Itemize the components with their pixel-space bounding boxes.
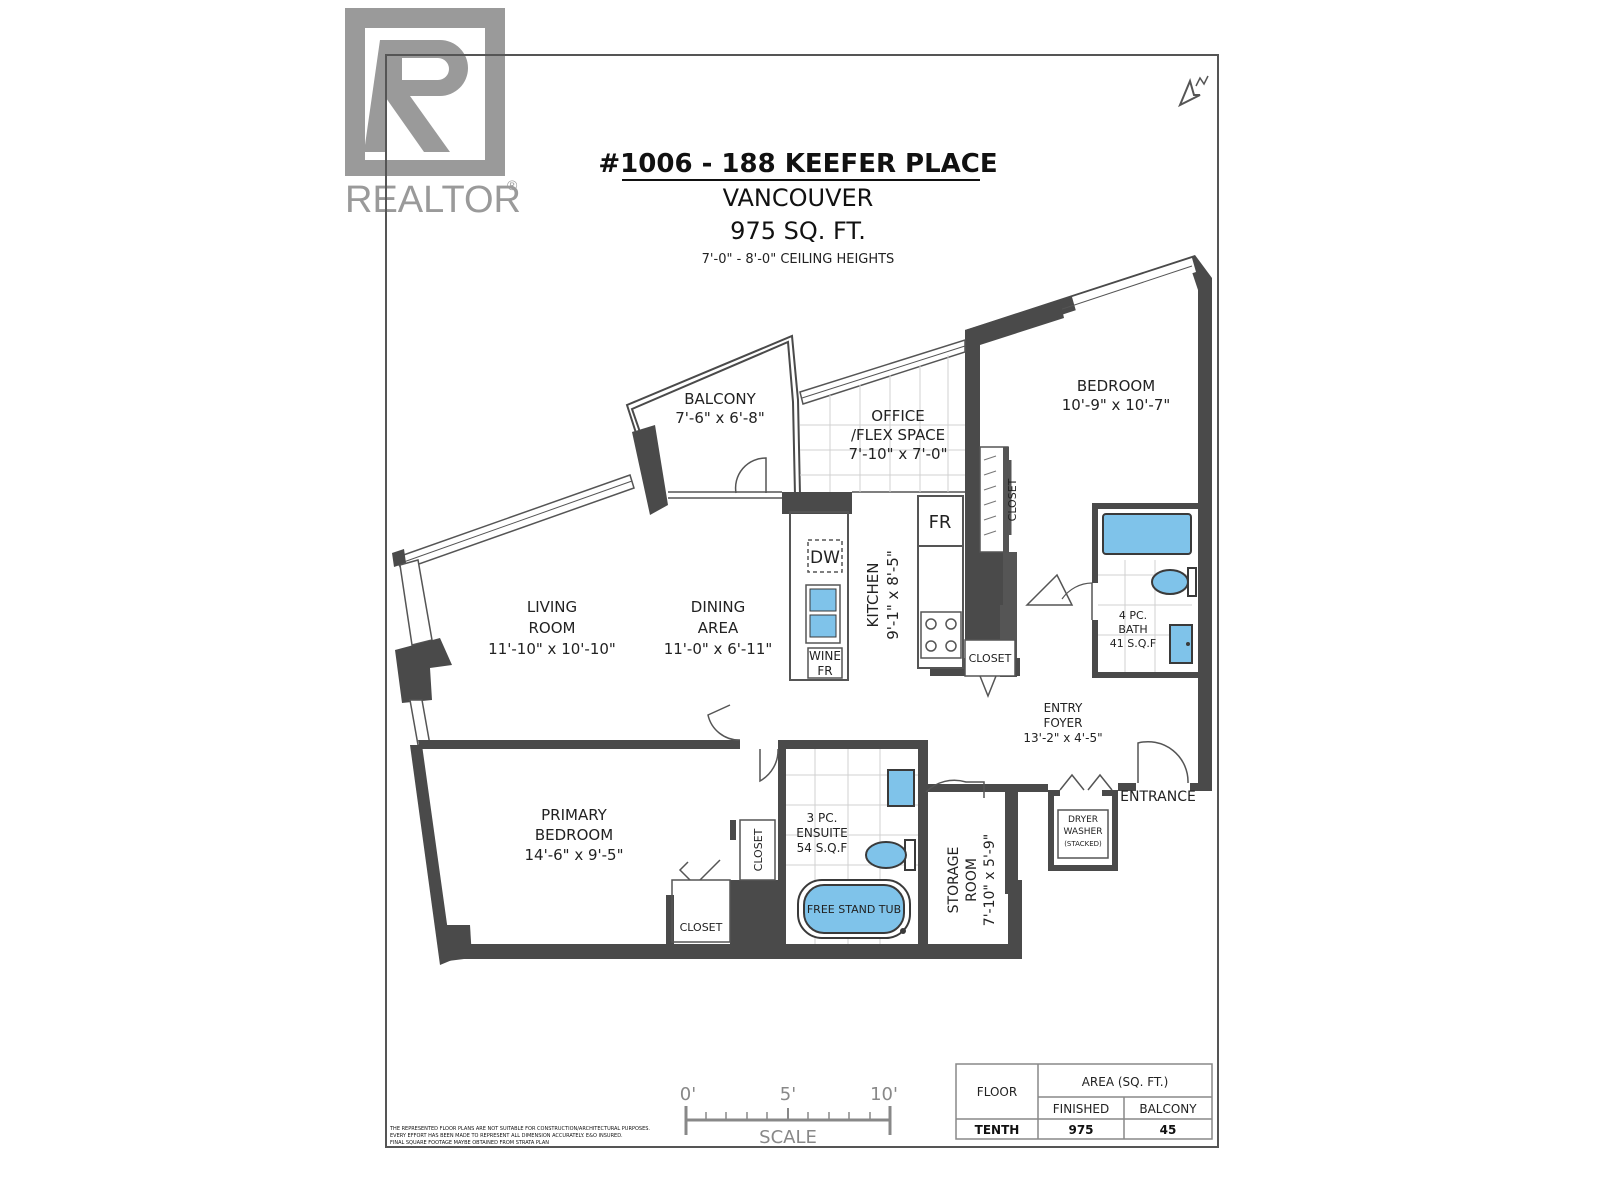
scale-tick-5: 5': [780, 1084, 796, 1105]
balcony-name: BALCONY: [684, 390, 756, 408]
primary-dims: 14'-6" x 9'-5": [524, 846, 623, 864]
foyer-closet: [964, 639, 1016, 677]
primary-side-closet-label: CLOSET: [752, 828, 765, 871]
wine-fridge-label-2: FR: [817, 664, 832, 678]
bath-door-swing: [1061, 582, 1093, 600]
area-table: FLOOR AREA (SQ. FT.) FINISHED BALCONY TE…: [955, 1063, 1213, 1140]
bedroom-door-swing: [1025, 573, 1074, 606]
table-floor-header: FLOOR: [977, 1085, 1017, 1099]
scale-tick-10: 10': [870, 1084, 898, 1105]
living-name-2: ROOM: [529, 619, 576, 637]
ensuite-sink-icon: [887, 769, 915, 807]
storage-name: STORAGE: [946, 847, 962, 914]
dining-name-2: AREA: [698, 619, 739, 637]
realtor-logo-text: REALTOR: [345, 179, 521, 221]
scale-tick-0: 0': [680, 1084, 696, 1105]
free-stand-tub-icon: [797, 879, 911, 939]
kitchen-island: DW WINE FR: [789, 511, 849, 681]
registered-mark: ®: [507, 177, 518, 193]
primary-closet-label: CLOSET: [680, 921, 723, 934]
bathtub-icon: [1102, 513, 1192, 555]
bath-dims: 41 S.Q.F: [1110, 637, 1156, 650]
ensuite-name: 3 PC.: [807, 811, 838, 825]
ensuite-name-2: ENSUITE: [796, 826, 847, 840]
address-title: #1006 - 188 KEEFER PLACE: [598, 149, 997, 179]
toilet-icon: [1151, 567, 1197, 597]
table-balcony-header: BALCONY: [1139, 1102, 1197, 1116]
dryer-label: DRYER: [1068, 815, 1098, 825]
primary-name-2: BEDROOM: [535, 826, 613, 844]
ensuite-dims: 54 S.Q.F: [797, 841, 848, 855]
disclaimer-line-3: FINAL SQUARE FOOTAGE MAYBE OBTAINED FROM…: [390, 1140, 549, 1146]
scale-label: SCALE: [759, 1127, 817, 1148]
entrance-label: ENTRANCE: [1120, 789, 1196, 805]
dining-dims: 11'-0" x 6'-11": [664, 640, 773, 658]
closet-door-icon: [979, 675, 997, 699]
walls: [392, 255, 1212, 965]
table-balcony-value: 45: [1160, 1123, 1177, 1137]
stove-icon: [920, 611, 962, 659]
area-title: 975 SQ. FT.: [730, 217, 866, 245]
disclaimer-line-2: EVERY EFFORT HAS BEEN MADE TO REPRESENT …: [390, 1133, 623, 1139]
realtor-logo: REALTOR ®: [345, 8, 521, 221]
storage-name-2: ROOM: [964, 858, 980, 902]
office-tiles: [800, 355, 965, 492]
scale-bar: 0' 5' 10' SCALE: [680, 1084, 898, 1148]
living-name: LIVING: [527, 598, 577, 616]
laundry-door-swing: [1059, 773, 1113, 791]
fridge-label: FR: [929, 512, 952, 533]
ceiling-heights: 7'-0" - 8'-0" CEILING HEIGHTS: [702, 252, 895, 267]
table-area-header: AREA (SQ. FT.): [1082, 1075, 1169, 1089]
primary-door-swing: [707, 704, 741, 741]
living-dims: 11'-10" x 10'-10": [488, 640, 616, 658]
free-stand-tub-label: FREE STAND TUB: [807, 903, 901, 916]
storage-door-swing: [925, 779, 985, 798]
stacked-label: (STACKED): [1064, 840, 1102, 848]
plan-frame: [385, 54, 1219, 1148]
dishwasher-label: DW: [810, 548, 840, 568]
table-finished-value: 975: [1068, 1123, 1093, 1137]
washer-label: WASHER: [1064, 827, 1103, 837]
table-finished-header: FINISHED: [1053, 1102, 1109, 1116]
dining-name: DINING: [691, 598, 745, 616]
north-arrow-icon: [1178, 75, 1209, 108]
office-dims: 7'-10" x 7'-0": [848, 445, 947, 463]
primary-side-closet: [739, 819, 776, 881]
kitchen-dims: 9'-1" x 8'-5": [884, 550, 902, 639]
foyer-dims: 13'-2" x 4'-5": [1023, 731, 1102, 745]
primary-name: PRIMARY: [541, 806, 608, 824]
city-title: VANCOUVER: [723, 184, 874, 212]
wine-fridge-label-1: WINE: [809, 649, 841, 663]
bath-sink-icon: [1169, 624, 1193, 664]
bath-name-2: BATH: [1118, 623, 1147, 636]
bedroom-closet-top: [979, 446, 1012, 553]
foyer-name: ENTRY: [1044, 701, 1083, 715]
ensuite-toilet-icon: [865, 839, 916, 871]
bedroom-name: BEDROOM: [1077, 377, 1155, 395]
storage-dims: 7'-10" x 5'-9": [982, 834, 998, 926]
bedroom-dims: 10'-9" x 10'-7": [1062, 396, 1171, 414]
washer-dryer: [1057, 809, 1109, 859]
foyer-name-2: FOYER: [1044, 716, 1083, 730]
disclaimer-line-1: THE REPRESENTED FLOOR PLANS ARE NOT SUIT…: [389, 1126, 650, 1132]
entry-door-swing: [1137, 740, 1189, 784]
bedroom-closet-label: CLOSET: [1006, 478, 1019, 521]
ensuite-door-swing: [759, 748, 779, 783]
foyer-closet-label: CLOSET: [969, 652, 1012, 665]
office-name-2: /FLEX SPACE: [851, 426, 945, 444]
table-floor-value: TENTH: [975, 1123, 1020, 1137]
balcony-door-swing: [734, 457, 767, 494]
balcony-dims: 7'-6" x 6'-8": [675, 409, 764, 427]
bath-name: 4 PC.: [1119, 609, 1147, 622]
kitchen-name: KITCHEN: [864, 563, 882, 628]
kitchen-counter: FR: [917, 495, 964, 669]
office-name: OFFICE: [871, 407, 924, 425]
